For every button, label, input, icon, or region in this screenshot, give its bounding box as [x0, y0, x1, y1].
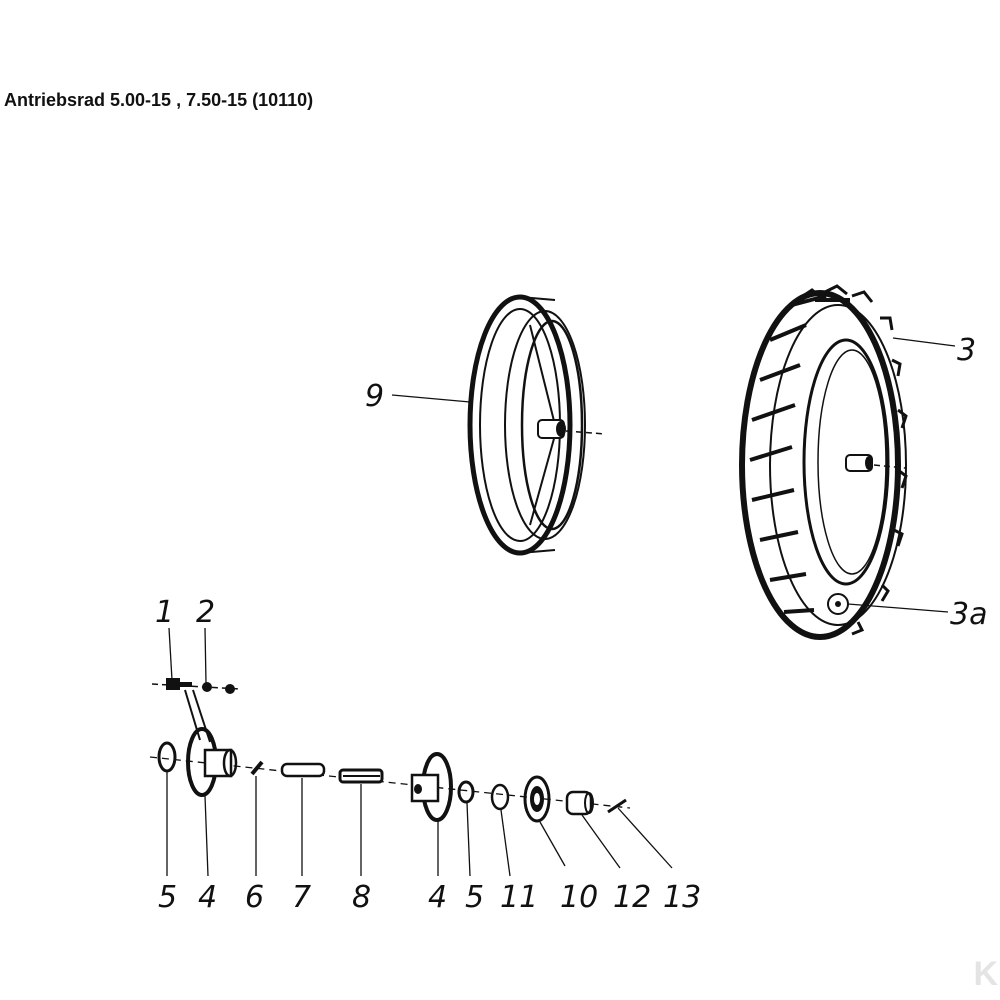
callout-13: 13	[663, 880, 701, 915]
callout-7: 7	[292, 880, 311, 915]
callout-5-left: 5	[158, 880, 177, 915]
callout-9: 9	[365, 379, 384, 414]
callout-5-right: 5	[465, 880, 484, 915]
diagram-title: Antriebsrad 5.00-15 , 7.50-15 (10110)	[4, 90, 314, 110]
callout-6: 6	[245, 880, 264, 915]
callout-12: 12	[613, 880, 651, 915]
callout-3: 3	[957, 333, 976, 368]
callout-1: 1	[155, 595, 174, 630]
rim-drawing	[467, 294, 606, 556]
callout-3a: 3a	[950, 597, 987, 632]
callout-11: 11	[500, 880, 538, 915]
callout-4-left: 4	[198, 880, 217, 915]
callout-8: 8	[352, 880, 371, 915]
small-parts-drawing	[149, 678, 631, 823]
callout-4-right: 4	[428, 880, 447, 915]
leader-lines	[166, 337, 956, 877]
callout-10: 10	[560, 880, 598, 915]
watermark-logo: K	[973, 955, 997, 993]
callout-2: 2	[196, 595, 215, 630]
tyre-drawing	[739, 284, 908, 640]
